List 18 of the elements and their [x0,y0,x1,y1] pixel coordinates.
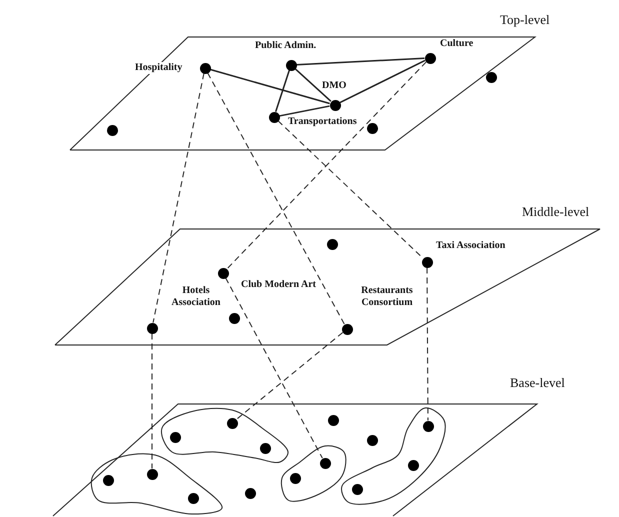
node-label: Hospitality [135,62,182,74]
dashed-link [225,277,323,459]
level-label: Middle-level [522,204,590,220]
node-label: Transportations [288,116,357,128]
dashed-link [278,120,424,259]
link-line [296,58,425,66]
level-label: Top-level [500,12,550,28]
level-label: Base-level [510,375,565,391]
dashed-link [207,72,345,325]
link-line [275,70,290,112]
dashed-link [426,267,428,421]
dashed-link [152,72,204,324]
link-line [210,68,330,104]
link-line [294,68,332,102]
dashed-link [226,61,427,270]
link-line [279,105,330,117]
link-line [340,60,426,104]
dashed-link [236,332,344,420]
